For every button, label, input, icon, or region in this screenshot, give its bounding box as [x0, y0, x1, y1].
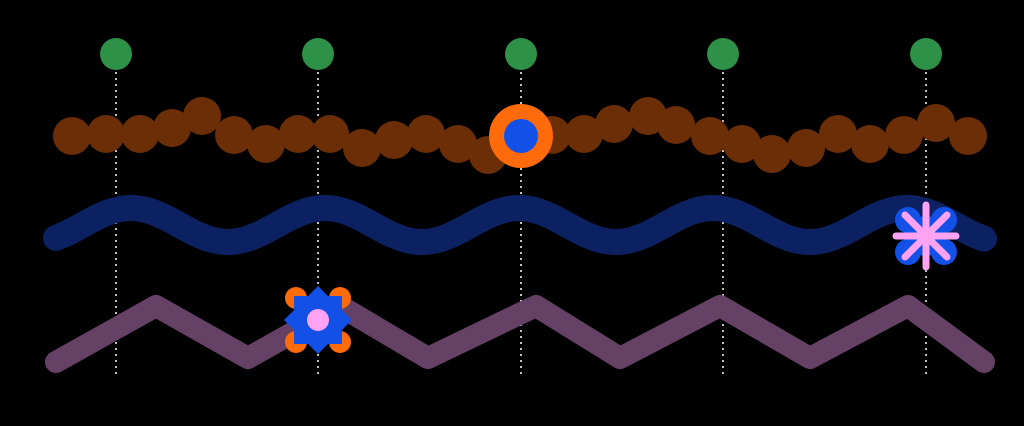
- pin-2[interactable]: [302, 38, 334, 70]
- asterisk-marker-icon[interactable]: [892, 201, 960, 271]
- bead-5: [183, 97, 221, 135]
- bead-2: [87, 115, 125, 153]
- bead-4: [153, 109, 191, 147]
- bead-24: [819, 115, 857, 153]
- bead-11: [375, 121, 413, 159]
- bead-12: [407, 115, 445, 153]
- bead-1: [53, 117, 91, 155]
- bead-21: [723, 125, 761, 163]
- flower-marker-icon[interactable]: [284, 286, 352, 354]
- bead-6: [215, 116, 253, 154]
- bead-22: [753, 135, 791, 173]
- bead-9: [311, 115, 349, 153]
- pin-5[interactable]: [910, 38, 942, 70]
- pin-3[interactable]: [505, 38, 537, 70]
- bead-16: [565, 115, 603, 153]
- bead-28: [949, 117, 987, 155]
- bead-8: [279, 115, 317, 153]
- bead-19: [657, 106, 695, 144]
- bead-3: [121, 115, 159, 153]
- bead-23: [787, 129, 825, 167]
- bead-10: [343, 129, 381, 167]
- zigzag-track: [45, 295, 995, 373]
- guide-pins: [100, 38, 942, 70]
- ring-marker-icon[interactable]: [489, 104, 553, 168]
- bead-26: [885, 116, 923, 154]
- pin-4[interactable]: [707, 38, 739, 70]
- bead-27: [917, 104, 955, 142]
- bead-13: [439, 125, 477, 163]
- bead-7: [247, 125, 285, 163]
- bead-20: [691, 117, 729, 155]
- pin-1[interactable]: [100, 38, 132, 70]
- wave-track: [43, 195, 997, 255]
- bead-17: [595, 105, 633, 143]
- bead-25: [851, 125, 889, 163]
